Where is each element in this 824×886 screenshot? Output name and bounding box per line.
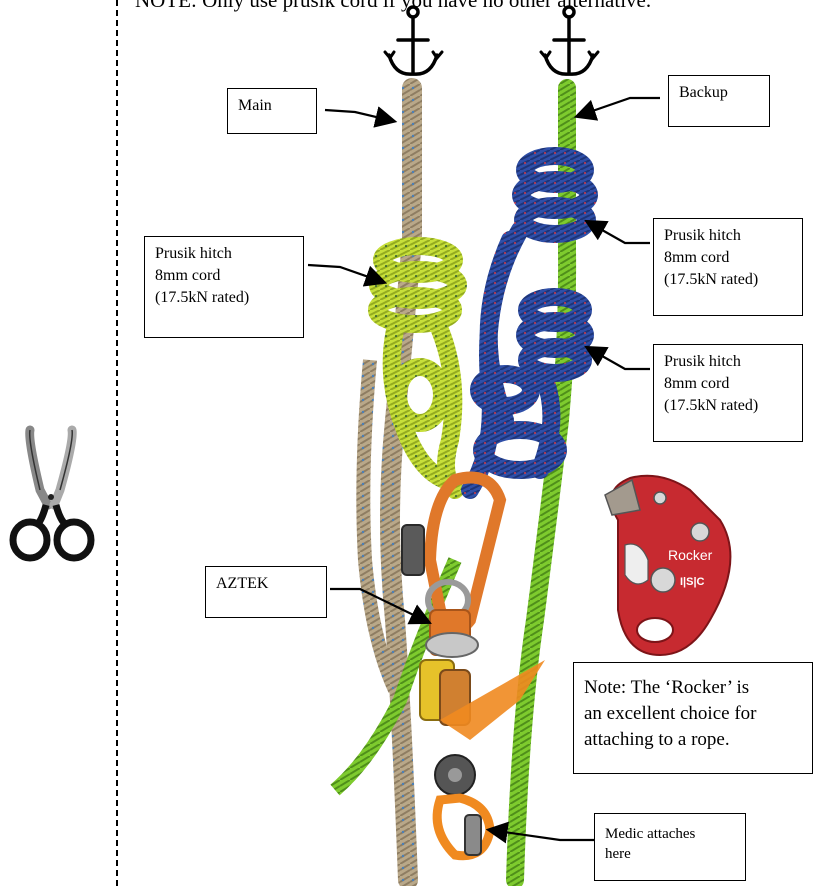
label-aztek: AZTEK: [205, 566, 327, 618]
label-rocker-note: Note: The ‘Rocker’ is an excellent choic…: [573, 662, 813, 774]
label-prusik-right-upper: Prusik hitch 8mm cord (17.5kN rated): [653, 218, 803, 316]
carabiner: [402, 478, 500, 629]
rocker-brand-text: Rocker: [668, 547, 713, 563]
scissors-icon: [13, 430, 91, 558]
rocker-device: Rocker I|S|C: [605, 476, 730, 655]
label-main: Main: [227, 88, 317, 134]
label-prusik-right-lower: Prusik hitch 8mm cord (17.5kN rated): [653, 344, 803, 442]
label-medic: Medic attaches here: [594, 813, 746, 881]
anchor-icon: [541, 7, 598, 74]
anchor-icon: [385, 7, 442, 74]
label-prusik-left: Prusik hitch 8mm cord (17.5kN rated): [144, 236, 304, 338]
rocker-maker-text: I|S|C: [680, 576, 705, 588]
label-backup: Backup: [668, 75, 770, 127]
blue-prusik: [470, 156, 589, 490]
